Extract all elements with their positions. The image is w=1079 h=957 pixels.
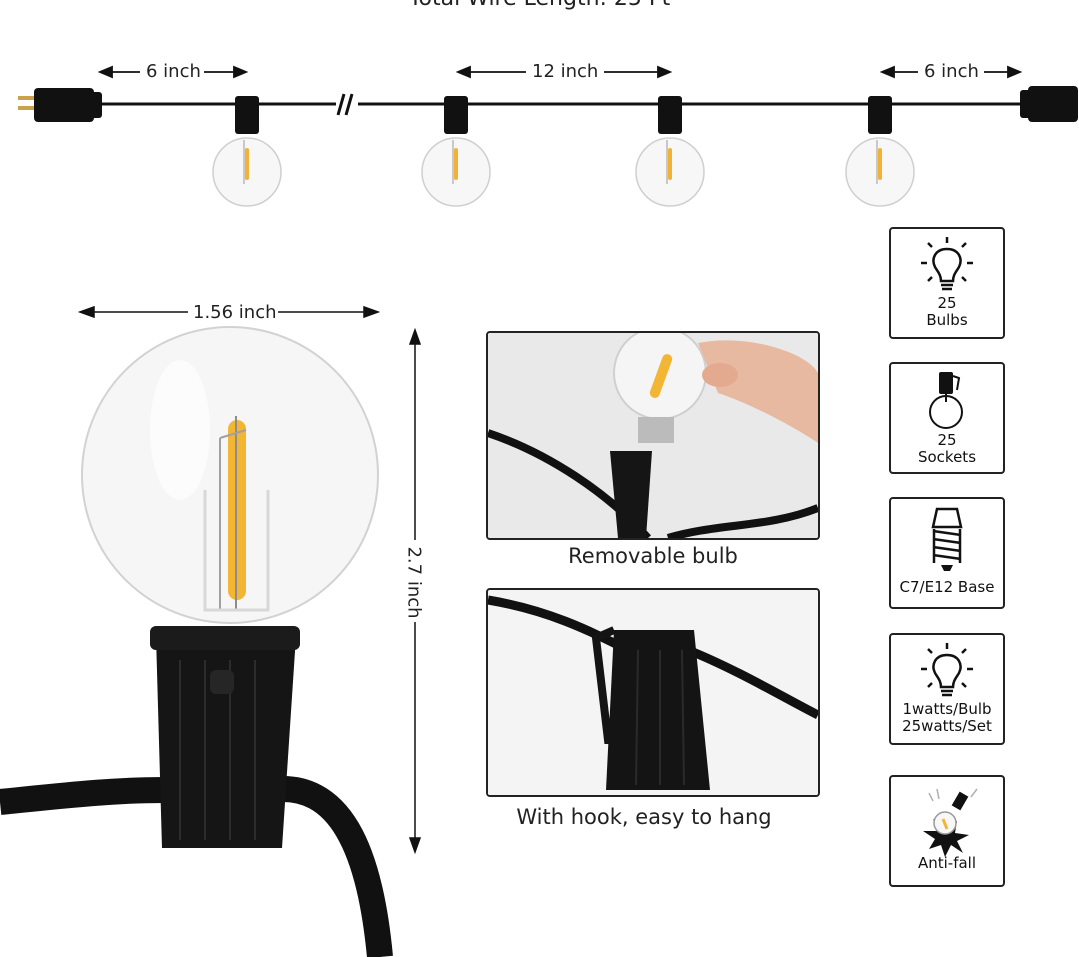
feature-line1: 25 xyxy=(937,431,957,449)
base-icon xyxy=(931,507,963,571)
bulb-width-label: 1.56 inch xyxy=(193,302,277,323)
right-spacing-label: 6 inch xyxy=(924,61,979,82)
total-wire-length-title: Total Wire Length: 25 Ft xyxy=(0,0,1079,11)
bulb-icon xyxy=(921,643,973,697)
feature-line1: C7/E12 Base xyxy=(899,578,995,596)
feature-line2: Bulbs xyxy=(926,311,968,329)
bulb-height-label: 2.7 inch xyxy=(403,546,425,619)
feature-line1: 1watts/Bulb xyxy=(902,700,992,718)
bulb-icon xyxy=(921,237,973,291)
removable-bulb-photo xyxy=(486,331,820,540)
feature-base-type: C7/E12 Base xyxy=(889,497,1005,609)
feature-line1: 25 xyxy=(937,294,957,312)
hook-socket-photo xyxy=(486,588,820,797)
feature-anti-fall: Anti-fall xyxy=(889,775,1005,887)
string-light-diagram xyxy=(18,65,1078,207)
feature-line2: Sockets xyxy=(917,448,977,466)
socket-icon xyxy=(929,372,963,429)
removable-bulb-caption: Removable bulb xyxy=(568,544,738,568)
bulb-closeup-illustration xyxy=(0,305,422,957)
anti-fall-icon xyxy=(923,788,978,857)
feature-line1: Anti-fall xyxy=(917,854,977,872)
feature-line2: 25watts/Set xyxy=(902,717,992,735)
hook-caption: With hook, easy to hang xyxy=(516,805,772,829)
middle-spacing-label: 12 inch xyxy=(532,61,599,82)
left-spacing-label: 6 inch xyxy=(146,61,201,82)
